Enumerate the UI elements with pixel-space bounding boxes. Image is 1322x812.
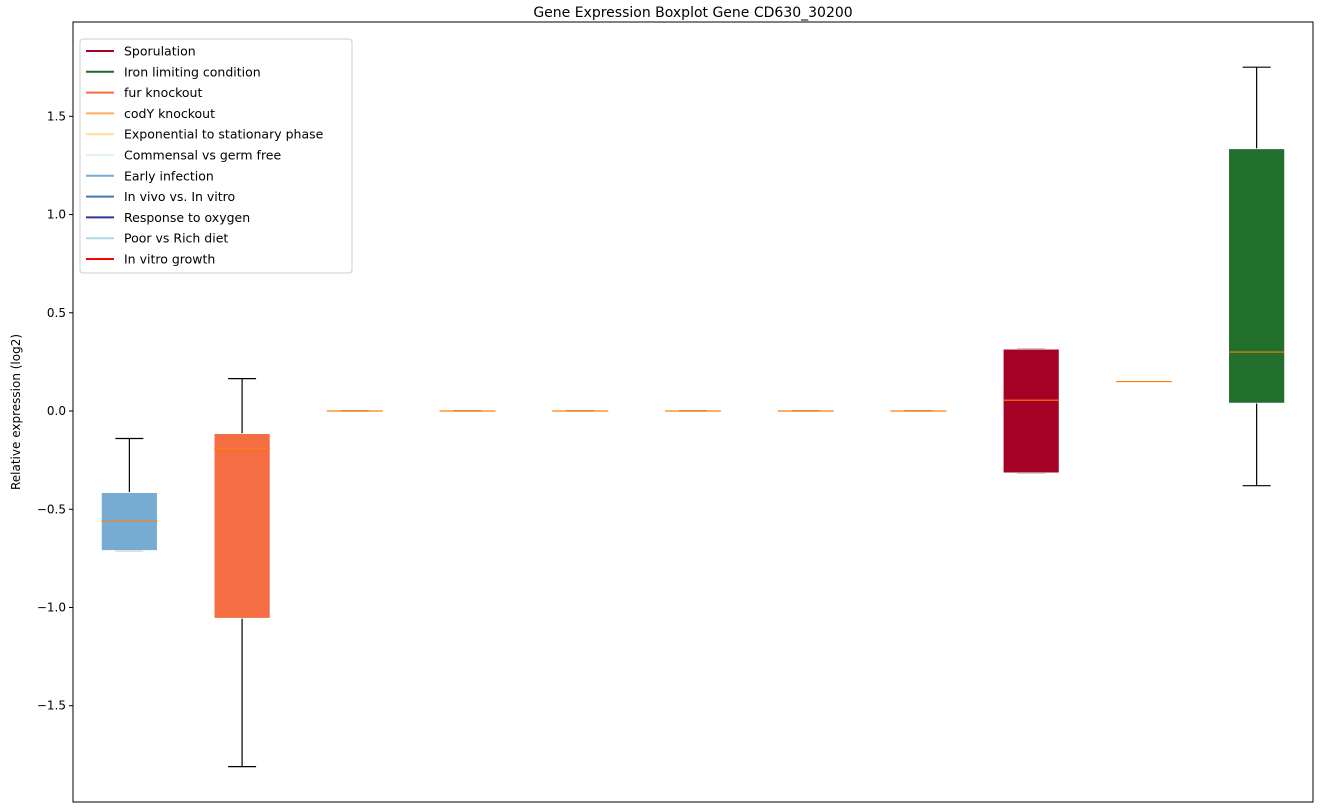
legend-item: Poor vs Rich diet: [86, 231, 228, 246]
box-7: [777, 410, 835, 412]
y-tick-label: −1.0: [37, 600, 66, 614]
legend-frame: [79, 38, 353, 274]
box-9: [1002, 348, 1060, 474]
legend-item: Early infection: [86, 168, 214, 183]
y-tick-label: 0.0: [47, 404, 66, 418]
legend-item: In vivo vs. In vitro: [86, 189, 235, 204]
legend-item: codY knockout: [86, 106, 215, 121]
box-3: [326, 410, 384, 412]
legend-label: In vitro growth: [124, 252, 215, 267]
box-1: [100, 437, 158, 552]
y-tick-label: 1.0: [47, 208, 66, 222]
box-4: [439, 410, 496, 412]
box-2: [213, 377, 271, 768]
legend-label: codY knockout: [124, 106, 215, 121]
box-11: [1228, 66, 1286, 487]
legend-item: In vitro growth: [86, 252, 215, 267]
chart-title: Gene Expression Boxplot Gene CD630_30200: [533, 5, 852, 21]
box-8: [890, 410, 947, 412]
legend-label: Response to oxygen: [124, 210, 250, 225]
legend-item: Iron limiting condition: [86, 64, 261, 79]
y-tick-label: 1.5: [47, 109, 66, 123]
legend-item: fur knockout: [86, 85, 202, 100]
plot-frame: [72, 21, 1314, 803]
legend-label: Sporulation: [124, 44, 196, 59]
legend-item: Sporulation: [86, 44, 196, 59]
legend-label: Early infection: [124, 168, 214, 183]
box-6: [664, 410, 722, 412]
legend-label: Poor vs Rich diet: [124, 231, 228, 246]
legend-label: In vivo vs. In vitro: [124, 189, 235, 204]
legend-item: Exponential to stationary phase: [86, 127, 324, 142]
boxes-group: [100, 66, 1286, 768]
legend-item: Response to oxygen: [86, 210, 250, 225]
box-body: [1002, 348, 1060, 474]
legend-label: Commensal vs germ free: [124, 148, 281, 163]
y-axis: −1.5 −1.0 −0.5 0.0 0.5 1.0 1.5: [37, 109, 73, 713]
legend-label: Exponential to stationary phase: [124, 127, 324, 142]
legend-item: Commensal vs germ free: [86, 148, 281, 163]
box-10: [1115, 380, 1173, 383]
box-5: [551, 410, 609, 412]
legend-label: Iron limiting condition: [124, 64, 261, 79]
legend-label: fur knockout: [124, 85, 202, 100]
y-tick-label: −0.5: [37, 502, 66, 516]
y-axis-label: Relative expression (log2): [9, 334, 23, 490]
box-body: [213, 433, 271, 619]
y-tick-label: −1.5: [37, 699, 66, 713]
y-tick-label: 0.5: [47, 306, 66, 320]
box-body: [1228, 148, 1286, 404]
